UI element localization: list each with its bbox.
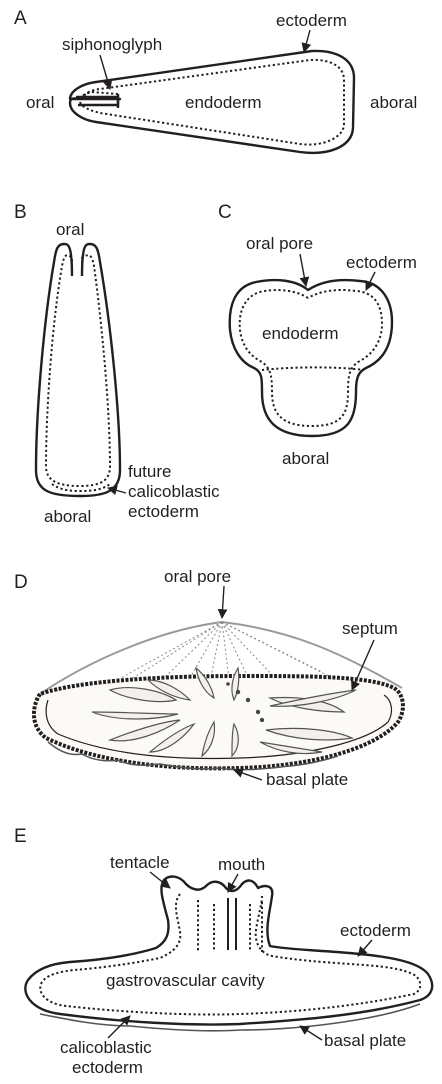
larva-outline-c bbox=[230, 280, 392, 436]
pharynx-e bbox=[198, 898, 262, 952]
label-basal-plate-e: basal plate bbox=[324, 1031, 406, 1050]
calicoblastic-ectoderm-b bbox=[52, 484, 110, 491]
arrow-oral-pore-d bbox=[222, 586, 224, 618]
label-basal-plate-d: basal plate bbox=[266, 770, 348, 789]
label-siphonoglyph: siphonoglyph bbox=[62, 35, 162, 54]
arrow-tentacle bbox=[150, 872, 170, 888]
panel-c: C oral pore ectoderm endoderm aboral bbox=[218, 202, 417, 468]
panel-a: A siphonoglyph ectoderm oral endoderm ab… bbox=[14, 8, 417, 153]
label-gastrovascular-cavity: gastrovascular cavity bbox=[106, 971, 265, 990]
label-calico-ectoderm-e: ectoderm bbox=[72, 1058, 143, 1077]
panel-d: D oral pore septum basal plate bbox=[14, 567, 403, 789]
arrow-basal-plate-d bbox=[234, 770, 262, 780]
arrow-oral-pore-c bbox=[300, 254, 306, 286]
label-oral-b: oral bbox=[56, 220, 84, 239]
larva-outline-b bbox=[36, 244, 120, 496]
label-oral-pore-c: oral pore bbox=[246, 234, 313, 253]
siphonoglyph bbox=[76, 94, 118, 108]
label-endoderm-a: endoderm bbox=[185, 93, 262, 112]
label-ectoderm-e: ectoderm bbox=[340, 921, 411, 940]
panel-d-letter: D bbox=[14, 572, 28, 593]
label-mouth: mouth bbox=[218, 855, 265, 874]
arrow-siphonoglyph bbox=[100, 55, 110, 89]
label-oral-pore-d: oral pore bbox=[164, 567, 231, 586]
label-septum: septum bbox=[342, 619, 398, 638]
label-oral-a: oral bbox=[26, 93, 54, 112]
panel-b: B oral future calicoblastic ectoderm abo… bbox=[14, 202, 220, 526]
label-aboral-c: aboral bbox=[282, 449, 329, 468]
label-endoderm-c: endoderm bbox=[262, 324, 339, 343]
panel-b-letter: B bbox=[14, 202, 27, 223]
label-ectoderm-c: ectoderm bbox=[346, 253, 417, 272]
panel-e: E tentacle mouth ectoderm gastrovascular… bbox=[14, 826, 432, 1077]
endoderm-boundary-c bbox=[240, 290, 382, 426]
label-future: future bbox=[128, 462, 171, 481]
label-ectoderm-a: ectoderm bbox=[276, 11, 347, 30]
label-tentacle: tentacle bbox=[110, 853, 170, 872]
label-aboral-a: aboral bbox=[370, 93, 417, 112]
panel-c-letter: C bbox=[218, 202, 232, 223]
endoderm-boundary-b bbox=[46, 255, 110, 486]
label-calicoblastic-e: calicoblastic bbox=[60, 1038, 152, 1057]
arrow-ectoderm-a bbox=[304, 30, 310, 52]
arrow-basal-plate-e bbox=[300, 1026, 322, 1040]
basal-disc-rim-d bbox=[34, 676, 403, 768]
label-ectoderm-b: ectoderm bbox=[128, 502, 199, 521]
panel-e-letter: E bbox=[14, 826, 27, 847]
aboral-division-c bbox=[262, 367, 364, 370]
label-aboral-b: aboral bbox=[44, 507, 91, 526]
panel-a-letter: A bbox=[14, 8, 27, 29]
label-calicoblastic-b: calicoblastic bbox=[128, 482, 220, 501]
